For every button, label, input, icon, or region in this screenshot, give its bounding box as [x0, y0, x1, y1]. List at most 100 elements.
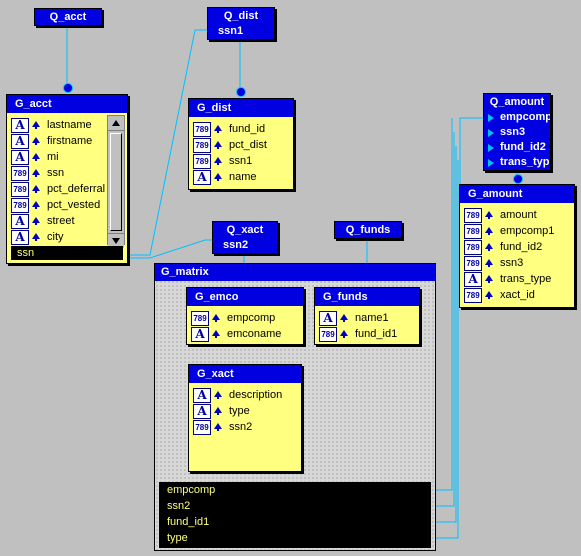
- query-column[interactable]: fund_id2: [484, 140, 550, 155]
- char-icon: A: [193, 388, 211, 403]
- link-arrow-icon: [488, 144, 494, 152]
- column-label: description: [229, 389, 283, 401]
- arrow-up-icon: [32, 233, 40, 241]
- link-arrow-icon: [488, 129, 494, 137]
- group-title: G_funds: [315, 288, 419, 306]
- arrow-up-icon: [32, 137, 40, 145]
- scrollbar[interactable]: [107, 115, 125, 248]
- arrow-up-icon: [214, 157, 222, 165]
- char-icon: A: [193, 170, 211, 185]
- number-icon: 789: [464, 208, 482, 223]
- arrow-up-icon: [214, 407, 222, 415]
- number-icon: 789: [193, 420, 211, 435]
- arrow-up-icon: [485, 259, 493, 267]
- char-icon: A: [319, 311, 337, 326]
- matrix-cell[interactable]: ssn2: [167, 500, 191, 512]
- column-label: amount: [500, 209, 537, 221]
- query-title: Q_xact: [226, 224, 264, 236]
- column-label: name1: [355, 312, 389, 324]
- link-handle-icon[interactable]: [236, 87, 246, 97]
- column-item[interactable]: 789 amount: [464, 207, 570, 223]
- arrow-up-icon: [32, 217, 40, 225]
- query-column[interactable]: ssn3: [484, 125, 550, 140]
- query-column[interactable]: trans_type: [484, 155, 550, 170]
- selected-column[interactable]: ssn: [11, 246, 123, 260]
- arrow-up-icon: [214, 423, 222, 431]
- column-label: city: [47, 231, 64, 243]
- query-q-acct[interactable]: Q_acct: [34, 8, 102, 26]
- scroll-thumb[interactable]: [110, 133, 122, 231]
- query-q-dist[interactable]: Q_dist ssn1: [207, 7, 275, 40]
- query-column[interactable]: ssn2: [223, 239, 249, 251]
- query-q-amount[interactable]: Q_amount empcomp ssn3 fund_id2 trans_typ…: [483, 93, 551, 171]
- arrow-up-icon: [112, 120, 120, 126]
- scroll-up-button[interactable]: [108, 116, 124, 131]
- column-label: type: [229, 405, 250, 417]
- arrow-up-icon: [214, 391, 222, 399]
- link-handle-icon[interactable]: [513, 174, 523, 184]
- query-title: Q_funds: [345, 224, 391, 236]
- arrow-up-icon: [32, 121, 40, 129]
- scroll-down-button[interactable]: [108, 233, 124, 248]
- column-label: xact_id: [500, 289, 535, 301]
- column-label: empcomp: [227, 312, 276, 324]
- matrix-cell[interactable]: fund_id1: [167, 516, 210, 528]
- char-icon: A: [193, 404, 211, 419]
- query-q-funds[interactable]: Q_funds: [334, 221, 402, 239]
- group-title: G_emco: [187, 288, 303, 306]
- arrow-up-icon: [212, 330, 220, 338]
- query-q-xact[interactable]: Q_xact ssn2: [212, 221, 278, 254]
- column-label: trans_type: [500, 273, 552, 285]
- matrix-cell[interactable]: type: [167, 532, 188, 544]
- char-icon: A: [11, 118, 29, 133]
- query-column[interactable]: ssn1: [218, 25, 244, 37]
- link-arrow-icon: [488, 114, 494, 122]
- column-label: fund_id1: [355, 328, 398, 340]
- number-icon: 789: [11, 198, 29, 213]
- matrix-cells[interactable]: empcomp ssn2 fund_id1 type: [159, 482, 431, 548]
- column-label: empcomp1: [500, 225, 555, 237]
- query-column[interactable]: empcomp: [484, 110, 550, 125]
- query-title: Q_dist: [223, 10, 259, 22]
- column-label: pct_dist: [229, 139, 267, 151]
- column-label: fund_id2: [500, 241, 543, 253]
- link-handle-icon[interactable]: [63, 83, 73, 93]
- arrow-up-icon: [214, 173, 222, 181]
- arrow-up-icon: [214, 141, 222, 149]
- number-icon: 789: [193, 122, 211, 137]
- arrow-up-icon: [212, 314, 220, 322]
- matrix-cell[interactable]: empcomp: [167, 484, 216, 496]
